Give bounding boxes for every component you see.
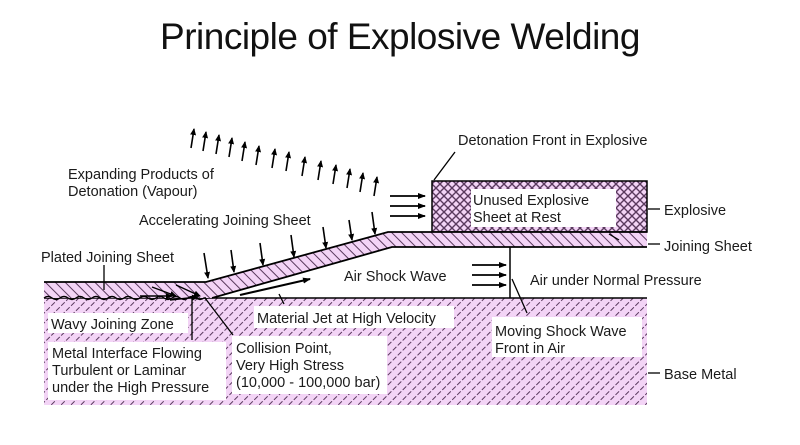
wavy-interface (43, 295, 206, 301)
expansion-arrows (190, 128, 380, 197)
label-accelerating-sheet: Accelerating Joining Sheet (139, 213, 311, 229)
material-jet-arrow (239, 277, 311, 296)
label-base-metal: Base Metal (664, 367, 737, 383)
interface-flow-arrows (140, 284, 201, 301)
label-expanding-products: Expanding Products of (68, 167, 215, 183)
detonation-arrows (390, 193, 426, 219)
label-explosive: Explosive (664, 203, 726, 219)
label-moving-shock-2: Front in Air (495, 341, 565, 357)
label-material-jet: Material Jet at High Velocity (257, 311, 437, 327)
label-collision-point: Collision Point, (236, 341, 332, 357)
label-backgrounds (48, 189, 642, 400)
joining-sheet (44, 232, 647, 298)
acceleration-arrows (203, 211, 378, 279)
label-metal-interface: Metal Interface Flowing (52, 346, 202, 362)
label-collision-point-3: (10,000 - 100,000 bar) (236, 375, 380, 391)
label-metal-interface-3: under the High Pressure (52, 380, 209, 396)
leader-moving-shock (511, 278, 528, 314)
label-air-shock-wave: Air Shock Wave (344, 269, 447, 285)
label-collision-point-2: Very High Stress (236, 358, 344, 374)
label-air-normal-pressure: Air under Normal Pressure (530, 273, 702, 289)
label-unused-explosive: Unused Explosive (473, 193, 589, 209)
label-plated-sheet: Plated Joining Sheet (41, 250, 174, 266)
label-moving-shock: Moving Shock Wave (495, 324, 627, 340)
label-wavy-zone: Wavy Joining Zone (51, 317, 174, 333)
leader-detonation-front (433, 151, 456, 181)
leader-collision (204, 297, 234, 336)
air-shock-arrows (472, 262, 507, 288)
label-joining-sheet: Joining Sheet (664, 239, 752, 255)
label-detonation-front: Detonation Front in Explosive (458, 133, 647, 149)
label-metal-interface-2: Turbulent or Laminar (52, 363, 186, 379)
label-expanding-products-2: Detonation (Vapour) (68, 184, 198, 200)
diagram-title: Principle of Explosive Welding (160, 16, 640, 57)
leader-jet (278, 293, 285, 305)
label-unused-explosive-2: Sheet at Rest (473, 210, 561, 226)
